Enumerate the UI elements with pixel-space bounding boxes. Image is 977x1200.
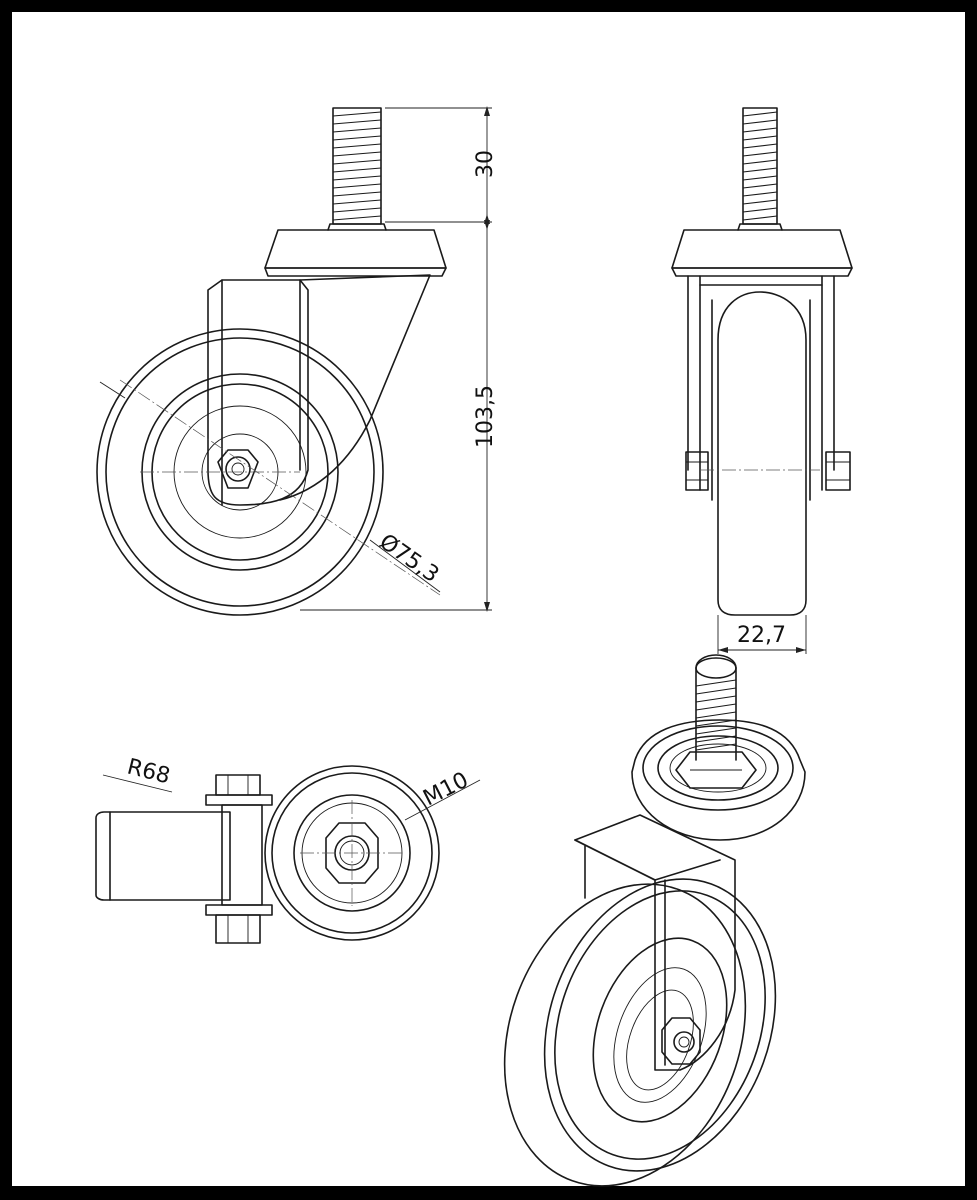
dim-label-swivel-radius: R68 (125, 755, 173, 790)
dim-leader-radius (102, 774, 173, 793)
top-plate-inner (293, 794, 411, 912)
iso-wheel-hub-inner (626, 989, 694, 1091)
iso-hex-nut (675, 751, 757, 789)
dim-leader-diameter (369, 539, 441, 593)
side-wheel-outer (96, 328, 384, 616)
front-axle-nut-left (685, 451, 709, 491)
side-view (96, 106, 492, 616)
top-hex-nut (325, 822, 379, 884)
iso-swivel-head (631, 719, 806, 841)
side-fork-front (207, 279, 309, 506)
front-swivel-head (671, 229, 853, 269)
top-plate-rim (271, 772, 433, 934)
dim-label-thread: M10 (419, 768, 472, 812)
dim-label-wheel-diameter: Ø75,3 (375, 529, 444, 588)
top-axle-housing (221, 804, 263, 906)
side-axle-washer (225, 456, 251, 482)
iso-fork-top-edge (574, 839, 656, 881)
front-view (671, 107, 853, 654)
top-axle-plate-upper (205, 794, 273, 806)
side-stud-threads (332, 111, 382, 221)
iso-wheel-rim (592, 937, 728, 1123)
iso-wheel-front (543, 878, 777, 1172)
top-view (95, 765, 481, 944)
top-axle-plate-lower (205, 904, 273, 916)
side-stud-collar (327, 223, 387, 231)
front-wheel-edges (711, 299, 811, 501)
front-stud-threads (742, 111, 778, 221)
side-swivel-base (264, 267, 447, 277)
side-fork-side (279, 274, 431, 501)
dim-label-total-height: 103,5 (473, 385, 498, 448)
side-threaded-stud (332, 107, 382, 225)
front-swivel-base (671, 267, 853, 277)
front-threaded-stud (742, 107, 778, 225)
dim-leader-thread (404, 779, 481, 821)
top-plate-outer (264, 765, 440, 941)
side-axle-nut (217, 449, 259, 489)
front-stud-collar (737, 223, 783, 231)
iso-swivel-top-inner (657, 735, 779, 801)
dim-leader-diameter-start (99, 381, 126, 399)
iso-fork-edges (584, 845, 721, 899)
iso-fork (574, 814, 736, 1071)
dim-label-stud-length: 30 (473, 150, 498, 178)
top-axle-nut-lower (215, 914, 261, 944)
iso-axle-nut (661, 1017, 701, 1065)
side-wheel-tread (105, 337, 375, 607)
iso-stud-tip (695, 657, 737, 679)
iso-axle-bore (678, 1036, 690, 1048)
iso-swivel-top (642, 725, 794, 811)
side-swivel-head (264, 229, 447, 269)
top-fork-body (95, 811, 231, 901)
iso-wheel-back (503, 883, 747, 1187)
iso-axle-washer (673, 1031, 695, 1053)
side-axle-bore (231, 462, 245, 476)
isometric-view (503, 654, 806, 1187)
front-wheel (717, 291, 807, 616)
side-diameter-line (119, 379, 441, 596)
dim-label-wheel-width: 22,7 (737, 623, 786, 648)
top-axle-nut-upper (215, 774, 261, 796)
iso-swivel-top-ring (669, 743, 767, 793)
front-axle-nut-right (825, 451, 851, 491)
iso-wheel-tread (554, 890, 766, 1160)
iso-stud-threads (695, 679, 737, 751)
front-fork-legs (687, 275, 835, 491)
